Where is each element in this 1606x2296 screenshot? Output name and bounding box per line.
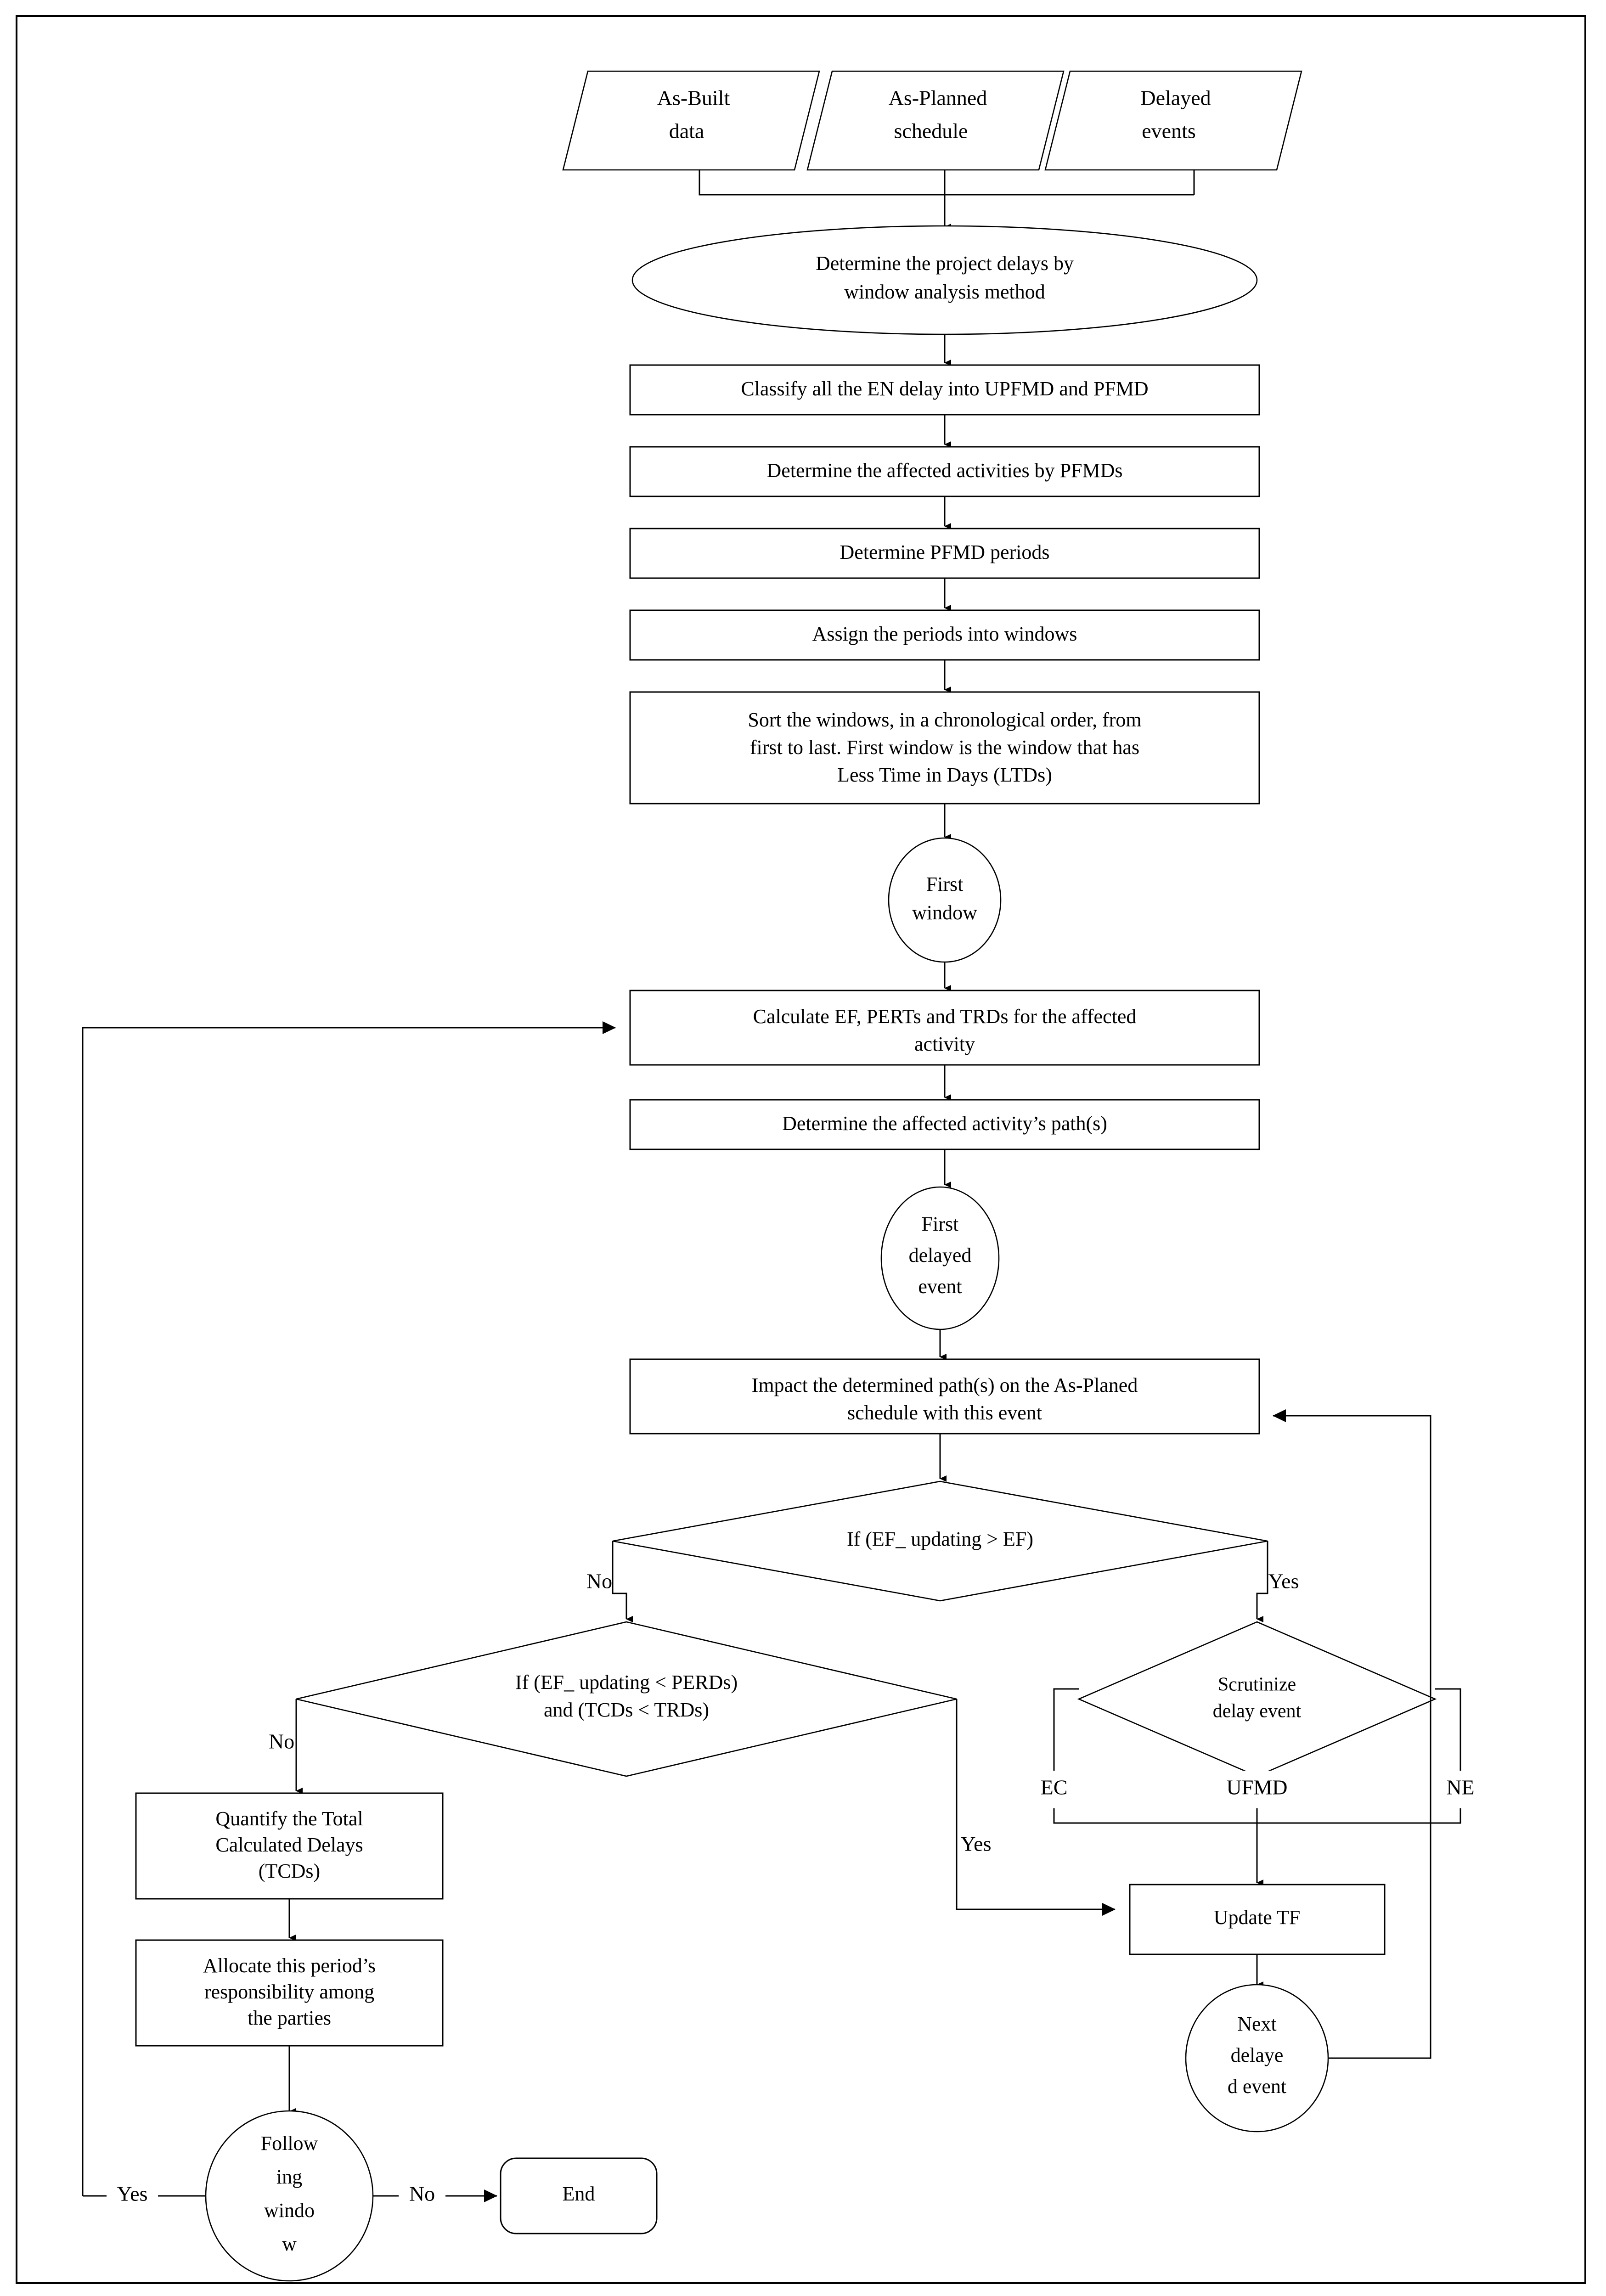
input-as-built-data-line1: As-Built [657, 86, 730, 110]
process-allocate-line2: responsibility among [204, 1981, 374, 2003]
ufmd-label-backdrop [1212, 1771, 1303, 1808]
edge-label-decision1-no: No [586, 1570, 612, 1593]
next-delayed-line1: Next [1237, 2013, 1277, 2035]
process-quantify-line2: Calculated Delays [215, 1834, 363, 1856]
first-delayed-line3: event [918, 1275, 962, 1298]
decision-ef-updating-lt-perds: If (EF_ updating < PERDs) and (TCDs < TR… [296, 1621, 957, 1777]
input-as-built-data-line2: data [669, 119, 704, 143]
connector-decision2-yes [956, 1699, 1116, 1916]
edge-label-decision2-no: No [269, 1730, 294, 1753]
page-border [16, 15, 1586, 2284]
process-update-tf: Update TF [1129, 1884, 1386, 1955]
process-calculate-line2: activity [914, 1033, 975, 1055]
process-allocate-responsibility: Allocate this period’s responsibility am… [135, 1939, 444, 2047]
process-sort-line2: first to last. First window is the windo… [750, 736, 1139, 759]
terminator-line2: window analysis method [844, 281, 1045, 303]
process-allocate-line1: Allocate this period’s [203, 1954, 376, 1977]
ec-label-backdrop [1029, 1771, 1080, 1808]
edge-label-scrutinize-ec-text: EC [1041, 1776, 1068, 1799]
connector-scrutinize-ec [1053, 1688, 1257, 1824]
input-delayed-events-line2: events [1142, 119, 1196, 143]
following-window-line3: windo [264, 2199, 315, 2222]
process-quantify-tcds: Quantify the Total Calculated Delays (TC… [135, 1792, 444, 1900]
process-affected-line1: Determine the affected activities by PFM… [766, 459, 1122, 482]
decision-scrutinize-delay-event: Scrutinize delay event [1077, 1621, 1437, 1777]
process-paths-line1: Determine the affected activity’s path(s… [782, 1112, 1107, 1135]
connector-decision1-yes [1256, 1541, 1268, 1622]
process-sort-line1: Sort the windows, in a chronological ord… [748, 709, 1141, 731]
process-sort-windows: Sort the windows, in a chronological ord… [629, 691, 1260, 805]
process-quantify-line3: (TCDs) [259, 1860, 320, 1882]
terminator-determine-delays: Determine the project delays by window a… [631, 225, 1258, 335]
process-classify: Classify all the EN delay into UPFMD and… [629, 364, 1260, 416]
first-window-line2: window [912, 901, 977, 924]
input-as-planned-schedule: As-Planned schedule [806, 70, 1065, 171]
edge-label-following-yes-text: Yes [117, 2182, 148, 2206]
following-window-line1: Follow [261, 2132, 318, 2155]
process-determine-paths: Determine the affected activity’s path(s… [629, 1099, 1260, 1150]
process-impact-paths: Impact the determined path(s) on the As-… [629, 1358, 1260, 1435]
following-window-line4: w [282, 2233, 297, 2255]
yes-label-backdrop [107, 2177, 158, 2215]
decision3-line2: delay event [1213, 1701, 1302, 1722]
decision2-line2: and (TCDs < TRDs) [544, 1699, 709, 1721]
edge-label-scrutinize-ufmd-text: UFMD [1227, 1776, 1288, 1799]
process-calculate-line1: Calculate EF, PERTs and TRDs for the aff… [753, 1005, 1137, 1028]
decision2-line1: If (EF_ updating < PERDs) [515, 1671, 738, 1694]
connector-first-delayed-event: First delayed event [880, 1186, 1000, 1330]
input-delayed-events-line1: Delayed [1140, 86, 1211, 110]
connector-inputs-bus-left [699, 170, 1194, 196]
process-impact-line1: Impact the determined path(s) on the As-… [752, 1374, 1138, 1396]
first-delayed-line2: delayed [909, 1244, 972, 1266]
process-allocate-line3: the parties [248, 2007, 331, 2029]
process-assign-periods: Assign the periods into windows [629, 609, 1260, 661]
input-delayed-events: Delayed events [1044, 70, 1302, 171]
edge-label-scrutinize-ne-text: NE [1446, 1776, 1474, 1799]
process-quantify-line1: Quantify the Total [215, 1807, 363, 1830]
connector-following-window: Follow ing windo w [205, 2110, 374, 2282]
connector-following-yes-feedback [82, 1021, 616, 2196]
input-as-planned-line2: schedule [894, 119, 968, 143]
ne-label-backdrop [1436, 1771, 1486, 1808]
decision3-line1: Scrutinize [1218, 1674, 1296, 1695]
process-sort-line3: Less Time in Days (LTDs) [837, 764, 1052, 786]
edge-label-decision2-yes: Yes [961, 1832, 992, 1856]
decision1-line1: If (EF_ updating > EF) [847, 1528, 1033, 1550]
next-delayed-line2: delaye [1231, 2044, 1284, 2066]
connector-first-window: First window [888, 837, 1002, 963]
process-affected-activities: Determine the affected activities by PFM… [629, 446, 1260, 497]
no-label-backdrop [399, 2177, 445, 2215]
edge-label-decision1-yes: Yes [1268, 1570, 1299, 1593]
connector-next-delayed-feedback [1273, 1409, 1431, 2059]
process-classify-line1: Classify all the EN delay into UPFMD and… [741, 377, 1148, 400]
process-pfmd-periods: Determine PFMD periods [629, 528, 1260, 579]
process-pfmd-periods-line1: Determine PFMD periods [840, 541, 1049, 563]
decision-ef-updating-gt-ef: If (EF_ updating > EF) [612, 1480, 1268, 1602]
end-label: End [563, 2183, 595, 2205]
input-as-built-data: As-Built data [562, 70, 820, 171]
terminator-end: End [500, 2157, 658, 2234]
process-impact-line2: schedule with this event [847, 1401, 1042, 1424]
first-window-line1: First [926, 873, 964, 895]
connector-scrutinize-ne [1257, 1688, 1461, 1824]
input-as-planned-line1: As-Planned [889, 86, 987, 110]
process-calculate-ef: Calculate EF, PERTs and TRDs for the aff… [629, 990, 1260, 1066]
connector-next-delayed-event: Next delaye d event [1185, 1984, 1329, 2133]
process-assign-line1: Assign the periods into windows [812, 623, 1077, 645]
terminator-line1: Determine the project delays by [816, 252, 1074, 275]
connector-decision1-no [612, 1541, 633, 1622]
next-delayed-line3: d event [1228, 2075, 1286, 2098]
first-delayed-line1: First [922, 1213, 959, 1235]
edge-label-following-no-text: No [409, 2182, 435, 2206]
following-window-line2: ing [276, 2166, 302, 2188]
process-update-tf-line1: Update TF [1214, 1906, 1301, 1929]
